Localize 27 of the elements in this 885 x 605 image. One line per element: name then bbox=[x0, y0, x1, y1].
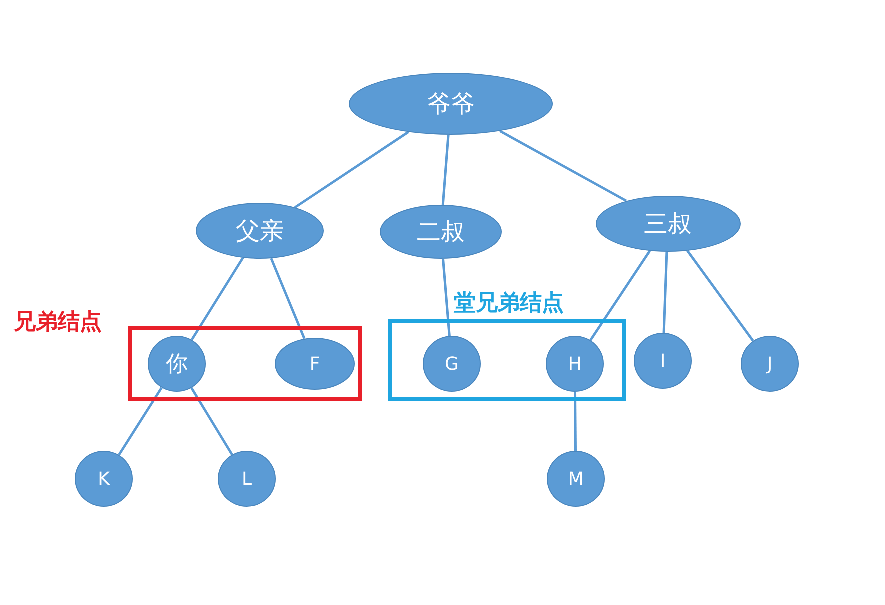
tree-node: I bbox=[634, 333, 692, 389]
connector-line bbox=[270, 258, 306, 340]
tree-node: K bbox=[75, 451, 133, 507]
tree-node: 二叔 bbox=[380, 205, 502, 259]
connector-line bbox=[442, 258, 451, 336]
connector-line bbox=[294, 131, 410, 209]
connector-line bbox=[190, 257, 244, 341]
connector-line bbox=[590, 250, 652, 342]
connector-line bbox=[686, 250, 754, 342]
connector-line bbox=[574, 392, 577, 451]
tree-node: F bbox=[275, 338, 355, 390]
connector-line bbox=[500, 130, 628, 202]
tree-node: 爷爷 bbox=[349, 73, 553, 135]
tree-node: G bbox=[423, 336, 481, 392]
tree-node: 三叔 bbox=[596, 196, 740, 252]
group-label: 堂兄弟结点 bbox=[454, 290, 564, 318]
tree-node: H bbox=[546, 336, 604, 392]
tree-node: L bbox=[218, 451, 276, 507]
group-label: 兄弟结点 bbox=[14, 309, 102, 337]
tree-node: J bbox=[741, 336, 799, 392]
connector-line bbox=[118, 387, 163, 456]
connector-line bbox=[190, 388, 234, 456]
tree-node: 你 bbox=[148, 336, 206, 392]
tree-node: M bbox=[547, 451, 605, 507]
tree-node: 父亲 bbox=[196, 203, 324, 259]
connector-line bbox=[442, 134, 450, 206]
connector-line bbox=[662, 252, 668, 334]
